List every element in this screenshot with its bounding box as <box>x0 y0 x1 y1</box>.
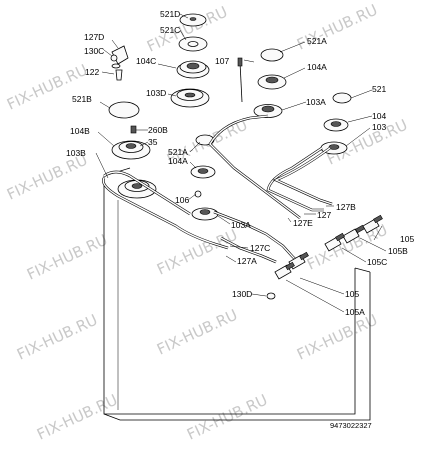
label-127d: 127D <box>84 32 104 42</box>
seal-130c <box>111 63 121 69</box>
burner-base-103a-top <box>253 104 283 118</box>
label-103a-top: 103A <box>306 97 326 107</box>
label-105-low: 105 <box>345 289 359 299</box>
burner-base-103b <box>117 179 157 199</box>
watermark: FIX-HUB.RU <box>24 231 110 284</box>
seal-130d <box>266 292 276 300</box>
label-106: 106 <box>175 195 189 205</box>
burner-base-103a-low <box>191 207 219 221</box>
label-103: 103 <box>372 122 386 132</box>
thermocouple-107 <box>237 57 243 103</box>
label-104a-mid: 104A <box>168 156 188 166</box>
screw-122 <box>115 69 123 81</box>
label-105c: 105C <box>367 257 387 267</box>
burner-head-104 <box>323 118 349 132</box>
hob-cabinet <box>103 167 371 421</box>
spark-plug-260b <box>130 125 137 134</box>
burner-cap-521 <box>332 92 352 104</box>
label-104a-top: 104A <box>307 62 327 72</box>
label-521a-top: 521A <box>307 36 327 46</box>
label-127: 127 <box>317 210 331 220</box>
watermark: FIX-HUB.RU <box>154 226 240 279</box>
label-104b: 104B <box>70 126 90 136</box>
label-130c: 130C <box>84 46 104 56</box>
watermark: FIX-HUB.RU <box>184 391 270 444</box>
watermark: FIX-HUB.RU <box>4 151 90 204</box>
label-521c: 521C <box>160 25 180 35</box>
label-104c: 104C <box>136 56 156 66</box>
watermark: FIX-HUB.RU <box>4 61 90 114</box>
label-35: 35 <box>148 137 158 147</box>
burner-head-104c <box>176 60 210 79</box>
label-105b: 105B <box>388 246 408 256</box>
label-104: 104 <box>372 111 386 121</box>
label-521a-mid: 521A <box>168 147 188 157</box>
label-103a-low: 103A <box>231 220 251 230</box>
burner-crown-521c <box>178 36 208 52</box>
watermark: FIX-HUB.RU <box>34 391 120 444</box>
label-107: 107 <box>215 56 229 66</box>
burner-head-104a <box>257 74 287 90</box>
label-127e: 127E <box>293 218 313 228</box>
watermark: FIX-HUB.RU <box>294 311 380 364</box>
burner-base-103d <box>170 88 210 108</box>
watermark: FIX-HUB.RU <box>14 311 100 364</box>
gas-connector-127d <box>110 45 129 65</box>
label-521b: 521B <box>72 94 92 104</box>
label-127c: 127C <box>250 243 270 253</box>
watermark: FIX-HUB.RU <box>154 306 240 359</box>
label-122: 122 <box>85 67 99 77</box>
document-number: 9473022327 <box>330 421 372 430</box>
label-103d: 103D <box>146 88 166 98</box>
label-521: 521 <box>372 84 386 94</box>
label-130d: 130D <box>232 289 252 299</box>
leader-lines <box>95 13 387 313</box>
burner-cap-521a <box>260 48 284 62</box>
label-260b: 260B <box>148 125 168 135</box>
label-127b: 127B <box>336 202 356 212</box>
label-105-top: 105 <box>400 234 414 244</box>
gas-valves <box>274 214 383 280</box>
label-521d: 521D <box>160 9 180 19</box>
burner-head-104a-mid <box>190 165 216 179</box>
burner-cap-521b <box>108 101 140 119</box>
label-103b: 103B <box>66 148 86 158</box>
spark-plug-106 <box>194 190 202 198</box>
part-labels: 521D 521C 521A 127D 130C 104C 107 104A 1… <box>66 9 414 317</box>
label-105a: 105A <box>345 307 365 317</box>
label-127a: 127A <box>237 256 257 266</box>
